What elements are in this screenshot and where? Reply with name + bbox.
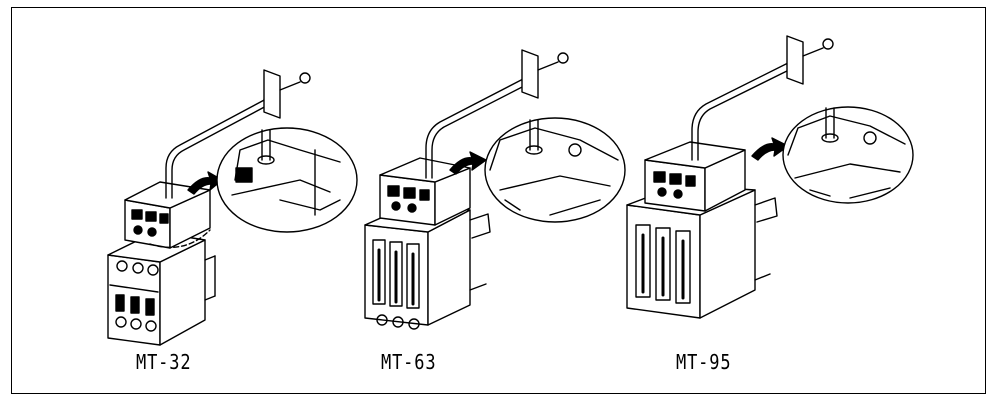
mt95-detail-ellipse [782, 106, 914, 204]
mt63-remote-rod [425, 49, 569, 179]
mt32-remote-rod [165, 69, 311, 199]
mt95-label: MT-95 [676, 350, 732, 374]
mt32-relay-body [107, 231, 216, 346]
mt63-assembly [364, 49, 626, 330]
mt32-arrow-icon [187, 171, 223, 195]
mt63-label: MT-63 [381, 350, 437, 374]
mt95-arrow-icon [751, 137, 789, 161]
mt63-detail-ellipse [484, 117, 626, 223]
mt95-top-cap [644, 141, 746, 212]
mt63-arrow-icon [449, 151, 487, 175]
mt95-remote-rod [691, 35, 834, 161]
mt32-label: MT-32 [136, 350, 192, 374]
mt32-assembly [107, 69, 358, 346]
mt32-top-cap [124, 181, 211, 249]
mt63-top-cap [379, 157, 471, 226]
mt32-detail-ellipse [216, 127, 358, 233]
mt95-assembly [626, 35, 914, 319]
